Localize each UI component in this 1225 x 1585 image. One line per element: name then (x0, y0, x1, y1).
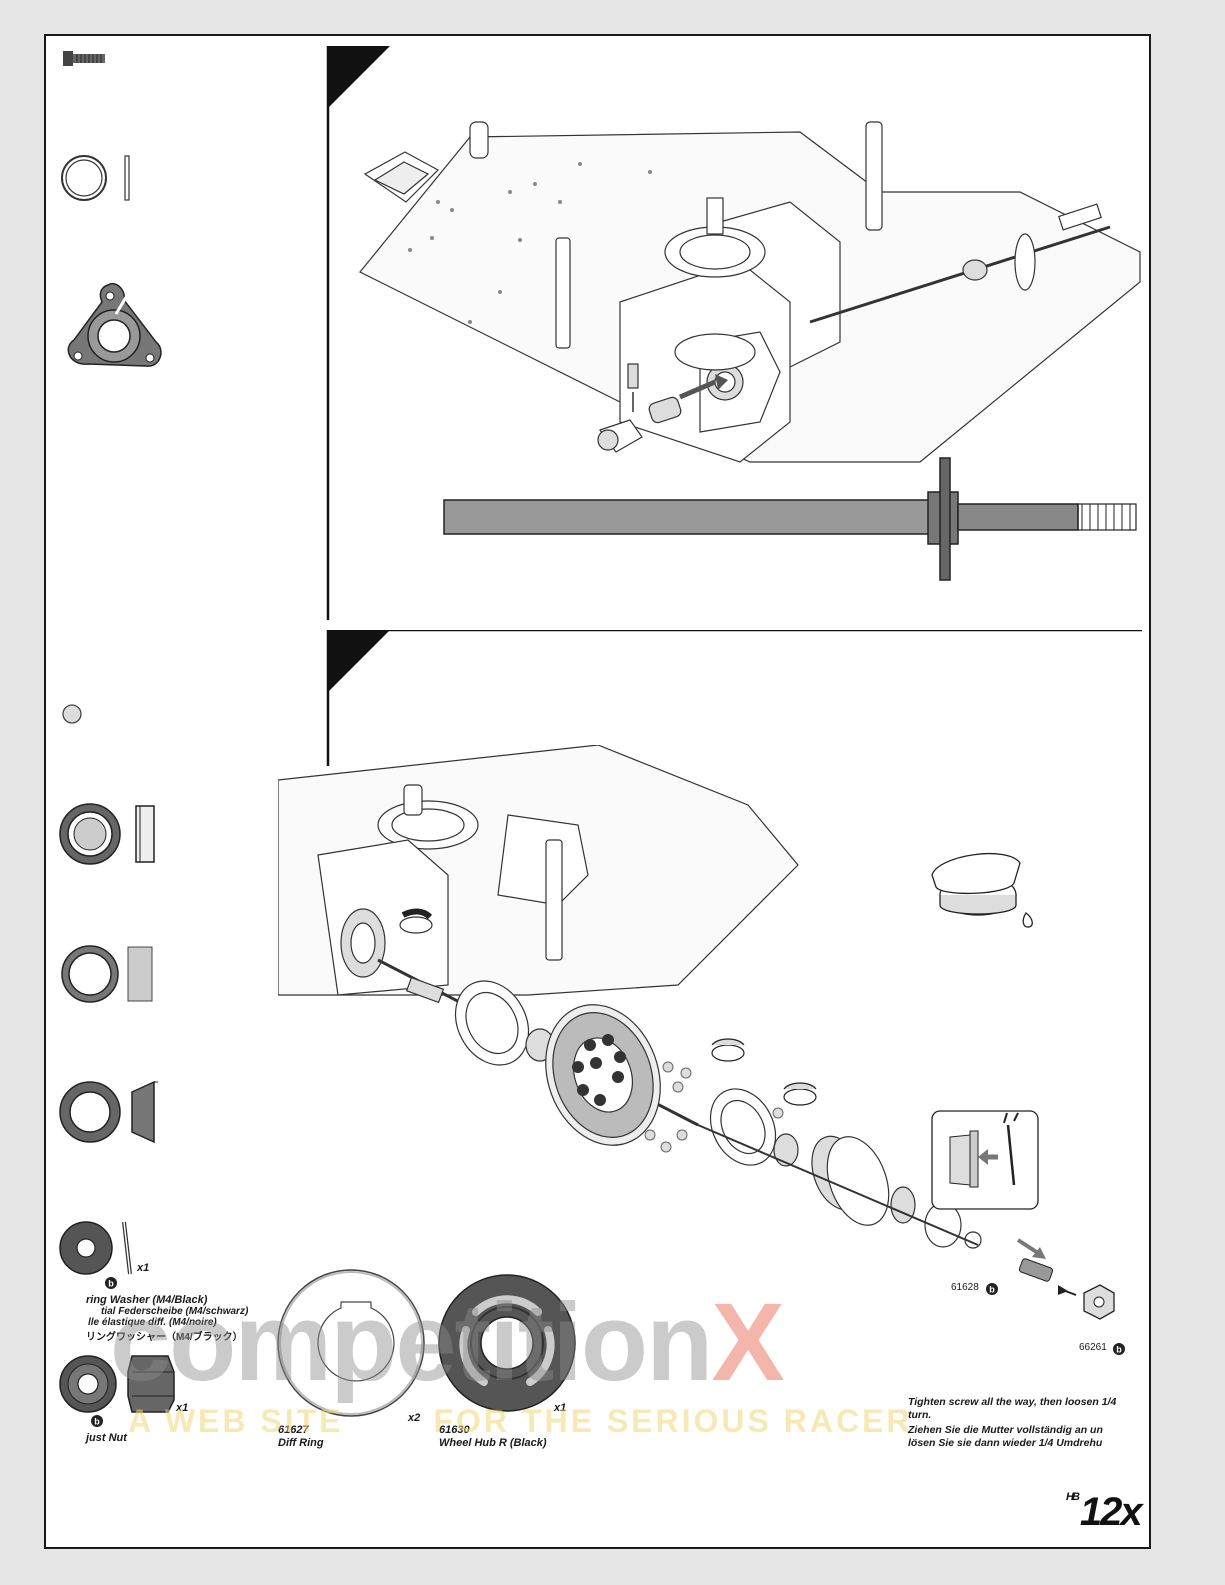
svg-text:b: b (94, 1417, 100, 1427)
instruction-note-en: Tighten screw all the way, then loosen 1… (908, 1396, 1117, 1421)
brand-logo: HB12x (1066, 1490, 1143, 1534)
wheel-hub-icon (438, 1274, 576, 1412)
step-2-header (326, 630, 1142, 766)
watermark-text: competitionX (110, 1281, 785, 1404)
spring-washer-name-fr: lle élastique diff. (M4/noire) (88, 1317, 217, 1328)
adjust-nut-name: just Nut (86, 1432, 127, 1444)
diff-ring-name: Diff Ring (278, 1437, 324, 1449)
instruction-note-de: Ziehen Sie die Mutter vollständig an un … (908, 1424, 1103, 1449)
bearing-icon (59, 803, 155, 865)
wheel-hub-name: Wheel Hub R (Black) (439, 1437, 547, 1449)
spring-washer-name-de: tial Federscheibe (M4/schwarz) (101, 1306, 249, 1317)
spring-washer-name-jp: リングワッシャー（M4/ブラック） (86, 1332, 243, 1343)
set-screw-part-number: 61628 (951, 1282, 979, 1293)
nut-part-number: 66261 (1079, 1342, 1107, 1353)
adjust-nut-qty: x1 (176, 1402, 189, 1414)
diff-ring-number: 61627 (278, 1424, 309, 1436)
spring-washer-qty: x1 (137, 1262, 150, 1274)
spring-washer-icon (59, 1221, 132, 1275)
diff-ball-icon (62, 704, 82, 724)
bag-b-icon: b (105, 1277, 117, 1289)
step-2-corner-marker (328, 630, 390, 692)
axle-shaft (443, 499, 935, 535)
bushing-icon (61, 945, 153, 1003)
bag-b-icon: b (986, 1283, 998, 1295)
diff-ring-icon (277, 1269, 425, 1417)
wheel-hub-qty: x1 (554, 1402, 567, 1414)
cap-screw-icon (63, 51, 105, 66)
bag-b-icon: b (1113, 1343, 1125, 1355)
svg-text:b: b (989, 1285, 995, 1295)
step-1-corner-marker (328, 46, 390, 108)
bag-b-icon: b (91, 1415, 103, 1427)
svg-text:b: b (108, 1279, 114, 1289)
diff-ring-qty: x2 (408, 1412, 421, 1424)
diff-exploded-view (278, 745, 1115, 1320)
bearing-holder-icon (67, 283, 162, 367)
svg-text:b: b (1116, 1345, 1122, 1355)
step-1-panel (326, 46, 1141, 620)
adjust-nut-icon (59, 1355, 175, 1413)
wheel-hub-number: 61630 (439, 1424, 470, 1436)
shim-ring-icon (61, 155, 130, 201)
flanged-bushing-icon (59, 1080, 158, 1144)
spring-washer-name-en: ring Washer (M4/Black) (86, 1294, 208, 1306)
